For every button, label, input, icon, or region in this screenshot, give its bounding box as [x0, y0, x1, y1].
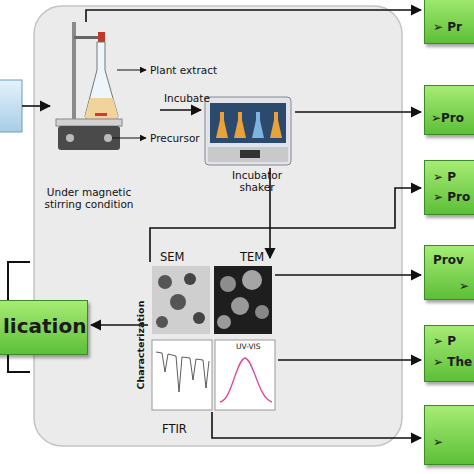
tem-image	[214, 266, 272, 334]
particle	[242, 270, 262, 290]
flow-arrows	[22, 10, 421, 438]
box-text: ➢ Pro	[433, 191, 470, 204]
hotplate-top	[56, 119, 122, 126]
hotplate-body	[58, 126, 120, 150]
particle	[217, 315, 231, 329]
particle	[231, 297, 249, 315]
flask	[85, 42, 118, 119]
annotation-label: SEM	[160, 251, 185, 264]
start-box	[0, 80, 22, 132]
micrograph	[214, 266, 272, 334]
box-text: ➢ Pr	[433, 21, 462, 34]
particle	[255, 305, 269, 319]
result-box: ➢ P ➢ The	[424, 325, 474, 382]
particle	[156, 316, 168, 328]
plot-frame	[152, 340, 212, 410]
micrograph	[152, 266, 210, 334]
box-text: ➢	[459, 280, 469, 293]
arrow	[275, 274, 421, 276]
control-panel	[208, 147, 288, 162]
box-text: ➢	[433, 436, 443, 449]
result-box: lication	[0, 300, 88, 355]
flask	[270, 112, 282, 138]
annotation-label: Characterization	[136, 301, 147, 390]
clamp	[98, 32, 105, 42]
flask-liquid	[85, 98, 118, 119]
annotation-label: UV-VIS	[236, 343, 261, 352]
annotation-label: TEM	[240, 251, 264, 264]
pointer	[112, 138, 146, 139]
spectrum	[156, 352, 209, 392]
box-text: ➢ P	[433, 335, 456, 348]
ftir-plot	[152, 340, 212, 410]
particle	[170, 294, 186, 310]
particle	[184, 273, 196, 285]
annotation-label: Plant extract	[150, 64, 217, 76]
arrow	[150, 188, 421, 262]
particle	[158, 275, 172, 289]
particle	[220, 276, 236, 292]
box-text: lication	[3, 315, 86, 337]
particle	[193, 312, 205, 324]
uvvis-plot	[215, 340, 275, 410]
arrow	[86, 10, 421, 22]
annotation-label: Incubator shaker	[218, 169, 296, 193]
clamp-arm	[74, 36, 102, 39]
process-panel	[34, 6, 402, 446]
flask	[216, 112, 228, 138]
flask	[252, 112, 264, 138]
pointer	[117, 70, 146, 71]
plot-frame	[215, 340, 275, 410]
annotation-label: Precursor	[150, 132, 200, 144]
annotation-label: Incubate	[164, 92, 210, 104]
flask	[234, 112, 246, 138]
box-text: Prov	[433, 254, 464, 267]
shaker-window	[210, 103, 286, 143]
stir-bar	[95, 113, 107, 116]
arrow	[160, 109, 201, 111]
knob	[66, 134, 74, 142]
result-box: Prov ➢	[424, 245, 474, 300]
annotation-label: Under magnetic stirring condition	[40, 186, 138, 210]
knob	[104, 134, 112, 142]
arrow	[212, 412, 421, 438]
annotation-label: FTIR	[162, 423, 187, 436]
result-box: ➢ Pr	[424, 0, 474, 44]
box-text: ➢ P	[433, 171, 456, 184]
incubator-shaker	[205, 97, 291, 165]
box-text: ➢ The	[433, 356, 472, 369]
arrow	[295, 111, 421, 113]
arrow	[22, 105, 50, 107]
result-box: ➢	[424, 405, 474, 465]
result-box: ➢Pro	[424, 85, 474, 135]
display	[240, 150, 260, 158]
magnetic-stirrer	[56, 22, 122, 150]
arrow	[278, 359, 421, 361]
sem-image	[152, 266, 210, 334]
shaker-body	[205, 97, 291, 165]
spectrum	[220, 358, 272, 402]
box-text: ➢Pro	[431, 112, 464, 125]
result-box: ➢ P ➢ Pro	[424, 160, 474, 215]
